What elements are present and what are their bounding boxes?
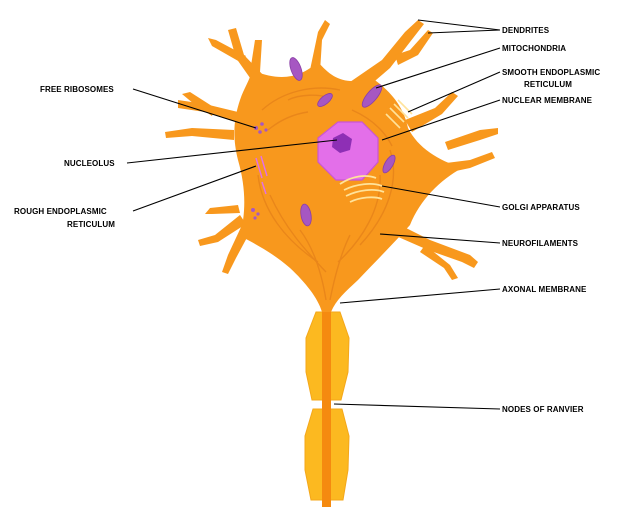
label-nucleolus: NUCLEOLUS (64, 159, 115, 168)
nucleus (318, 122, 378, 180)
label-smooth-er-line1: SMOOTH ENDOPLASMIC (502, 68, 600, 77)
label-dendrites: DENDRITES (502, 26, 550, 35)
axon (305, 300, 350, 507)
label-axonal-membrane: AXONAL MEMBRANE (502, 285, 587, 294)
label-nuclear-membrane: NUCLEAR MEMBRANE (502, 96, 593, 105)
label-mitochondria: MITOCHONDRIA (502, 44, 566, 53)
label-rough-er-line1: ROUGH ENDOPLASMIC (14, 207, 107, 216)
label-nodes-of-ranvier: NODES OF RANVIER (502, 405, 584, 414)
soma (234, 62, 462, 312)
label-golgi-apparatus: GOLGI APPARATUS (502, 203, 580, 212)
label-rough-er-line2: RETICULUM (67, 220, 115, 229)
cell-body (165, 20, 498, 312)
label-free-ribosomes: FREE RIBOSOMES (40, 85, 114, 94)
label-neurofilaments: NEUROFILAMENTS (502, 239, 579, 248)
label-smooth-er-line2: RETICULUM (524, 80, 572, 89)
